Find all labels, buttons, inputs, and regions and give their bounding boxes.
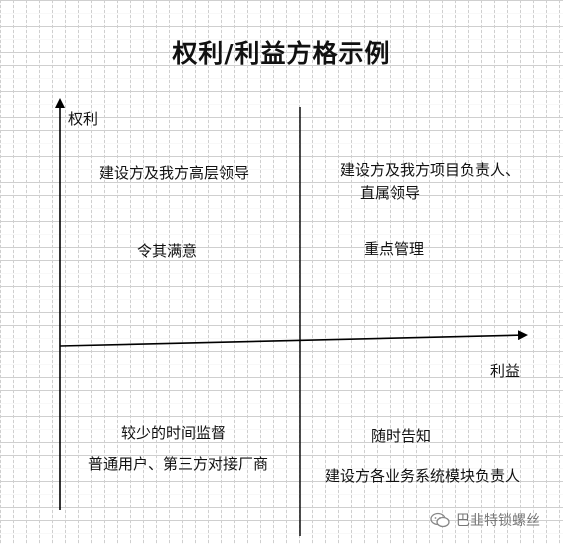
x-axis	[59, 330, 528, 347]
bottom-right-stakeholder: 建设方各业务系统模块负责人	[325, 467, 521, 485]
x-axis-label: 利益	[490, 362, 521, 380]
bottom-left-stakeholder: 普通用户、第三方对接厂商	[88, 455, 269, 473]
diagram-title: 权利/利益方格示例	[172, 39, 391, 68]
wechat-icon	[430, 512, 450, 528]
watermark-text: 巴韭特锁螺丝	[456, 513, 540, 529]
top-right-strategy: 重点管理	[364, 240, 425, 258]
top-left-stakeholder: 建设方及我方高层领导	[99, 164, 250, 182]
watermark: 巴韭特锁螺丝	[430, 510, 540, 530]
top-left-strategy: 令其满意	[137, 242, 198, 260]
bottom-left-strategy: 较少的时间监督	[121, 424, 227, 442]
bottom-right-strategy: 随时告知	[371, 427, 432, 445]
top-right-stakeholder-line2: 直属领导	[359, 184, 420, 202]
top-right-stakeholder-line1: 建设方及我方项目负责人、	[339, 161, 520, 179]
y-axis-label: 权利	[68, 110, 99, 128]
